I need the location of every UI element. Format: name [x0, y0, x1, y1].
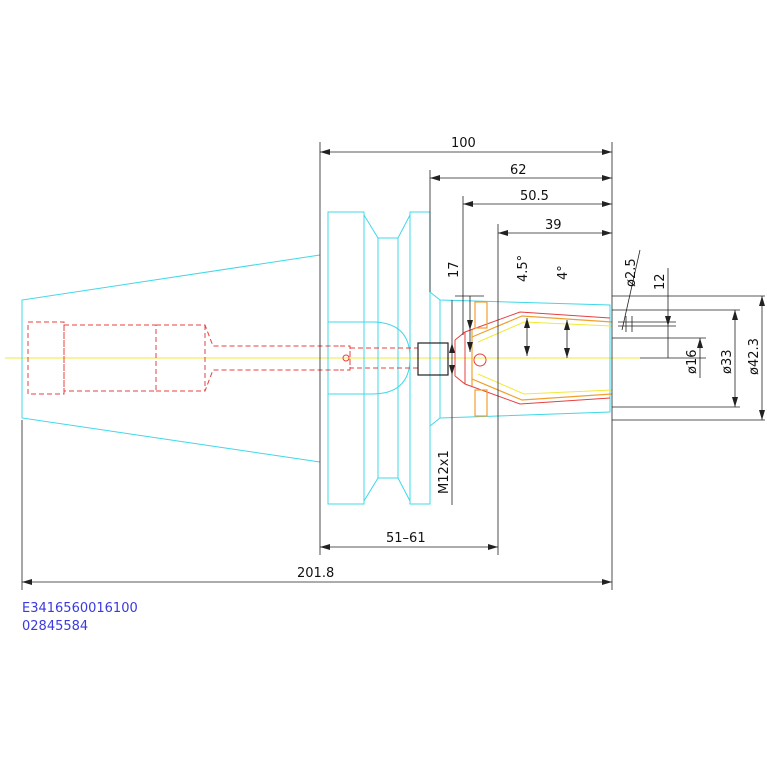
collet-slot-top [474, 301, 488, 329]
v-groove-top [363, 214, 411, 239]
dim-4-deg: 4° [556, 265, 571, 280]
dim-dia-33: ø33 [720, 350, 735, 375]
dim-4-5-deg: 4.5° [516, 255, 531, 282]
hidden-features [27, 311, 611, 405]
dim-50-5: 50.5 [520, 189, 549, 204]
collet-pin [473, 353, 487, 367]
dim-201-8: 201.8 [297, 566, 334, 581]
dim-thread-m12x1: M12x1 [437, 450, 452, 494]
dim-12: 12 [653, 273, 668, 290]
dimension-lines [21, 142, 765, 590]
holder-body [21, 211, 611, 505]
collet-slot-bottom [474, 389, 488, 417]
flange-left [327, 211, 365, 505]
dim-62: 62 [510, 163, 527, 178]
dim-39: 39 [545, 218, 562, 233]
thread-block [417, 342, 449, 376]
taper-shank [21, 254, 321, 463]
collet [471, 301, 613, 417]
dimension-labels: 100 62 50.5 39 51–61 201.8 17 4.5° 4° ø2… [297, 136, 762, 581]
inner-bore-arc [328, 321, 411, 395]
dim-dia-16: ø16 [685, 350, 700, 375]
dim-dia-42-3: ø42.3 [747, 338, 762, 375]
collet-pocket [454, 311, 611, 341]
dim-dia-2-5: ø2.5 [624, 258, 639, 287]
v-groove-bottom [363, 477, 411, 502]
dim-100: 100 [451, 136, 476, 151]
dim-51-61: 51–61 [386, 531, 426, 546]
dim-17: 17 [447, 261, 462, 278]
part-code-line2: 02845584 [22, 619, 88, 634]
nose-housing [429, 291, 611, 427]
part-code-line1: E3416560016100 [22, 601, 138, 616]
